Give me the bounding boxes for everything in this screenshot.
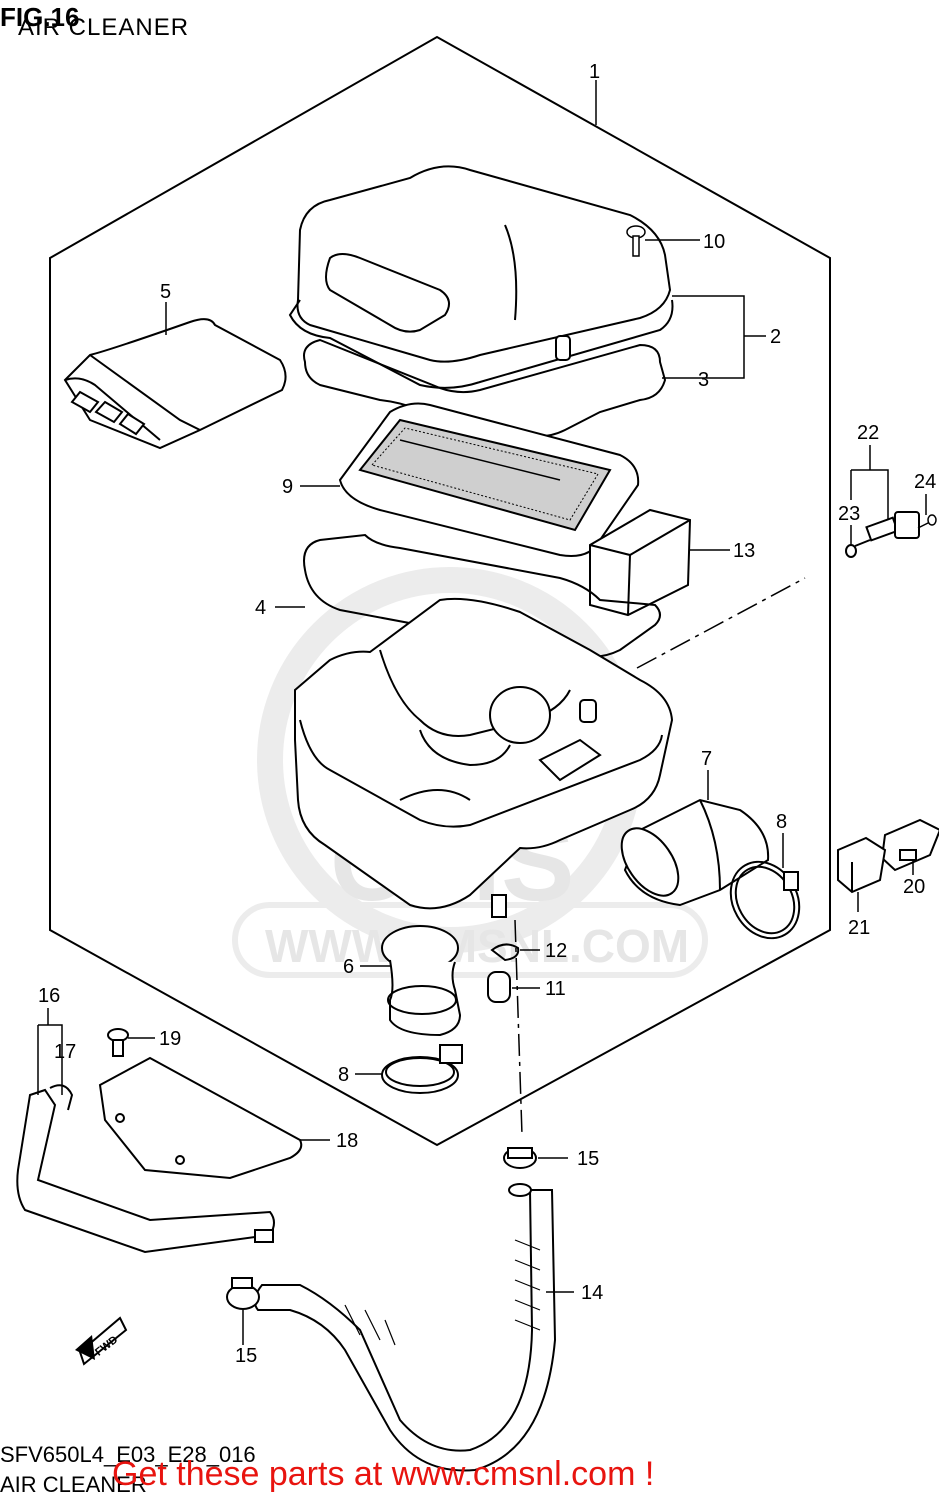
seal-3 <box>303 338 667 438</box>
callout-2: 2 <box>770 326 781 348</box>
sensor-22 <box>854 511 920 547</box>
intake-pipe-7 <box>620 798 770 907</box>
callout-17: 17 <box>54 1041 76 1063</box>
promo-banner-text: Get these parts at www.cmsnl.com ! <box>112 1455 655 1493</box>
assembly-boundary <box>49 35 831 1147</box>
callout-labels: 1 2 3 4 5 6 7 8 8 9 10 11 12 13 14 15 15… <box>38 61 936 1367</box>
model-code: SFV650L4_E03_E28_016 <box>0 1442 256 1467</box>
figure-number: FIG.16 <box>0 2 80 32</box>
air-cleaner-cover <box>288 165 674 389</box>
callout-18: 18 <box>336 1130 358 1152</box>
callout-15b: 15 <box>235 1345 257 1367</box>
callout-16: 16 <box>38 985 60 1007</box>
callout-5: 5 <box>160 281 171 303</box>
callout-6: 6 <box>343 956 354 978</box>
drain-hose-14 <box>253 1183 557 1472</box>
fwd-arrow-icon: FWD <box>75 1316 128 1366</box>
callout-12: 12 <box>545 940 567 962</box>
clip-15-upper <box>503 1147 537 1169</box>
footer-section-name: AIR CLEANER <box>0 1472 147 1497</box>
clip-15-lower <box>226 1277 260 1310</box>
screw-24 <box>917 514 937 529</box>
cap-11 <box>487 971 511 1003</box>
connector-cover-21 <box>837 836 887 894</box>
callout-15a: 15 <box>577 1148 599 1170</box>
callout-14: 14 <box>581 1282 603 1304</box>
callout-24: 24 <box>914 471 936 493</box>
callout-11: 11 <box>545 978 566 1000</box>
circlip-12 <box>490 943 520 962</box>
o-ring-23 <box>845 544 857 558</box>
callout-3: 3 <box>698 369 709 391</box>
screw-10 <box>626 225 646 257</box>
sensor-connector-20 <box>880 818 939 872</box>
air-cleaner-case <box>294 597 674 918</box>
callout-8a: 8 <box>776 811 787 833</box>
callout-20: 20 <box>903 876 925 898</box>
filter-element-9 <box>338 402 640 557</box>
callout-21: 21 <box>848 917 870 939</box>
clamp-8-lower <box>381 1044 463 1094</box>
figure-subtitle: AIR CLEANER <box>18 14 190 41</box>
callout-1: 1 <box>589 61 600 83</box>
callout-23: 23 <box>838 503 860 525</box>
callout-19: 19 <box>159 1028 181 1050</box>
watermark-url: WWW.CMSNL.COM <box>265 920 689 972</box>
callout-22: 22 <box>857 422 879 444</box>
intake-duct-5 <box>63 318 287 450</box>
callout-10: 10 <box>703 231 725 253</box>
callout-8b: 8 <box>338 1064 349 1086</box>
clamp-8-right <box>729 860 801 940</box>
plate-18 <box>98 1056 303 1180</box>
rivet-19 <box>107 1028 129 1057</box>
callout-13: 13 <box>733 540 755 562</box>
callout-7: 7 <box>701 748 712 770</box>
callout-4: 4 <box>255 597 266 619</box>
bracket-16 <box>16 1084 275 1254</box>
callout-9: 9 <box>282 476 293 498</box>
funnel-6 <box>381 925 462 1037</box>
foam-pad-13 <box>589 508 692 617</box>
